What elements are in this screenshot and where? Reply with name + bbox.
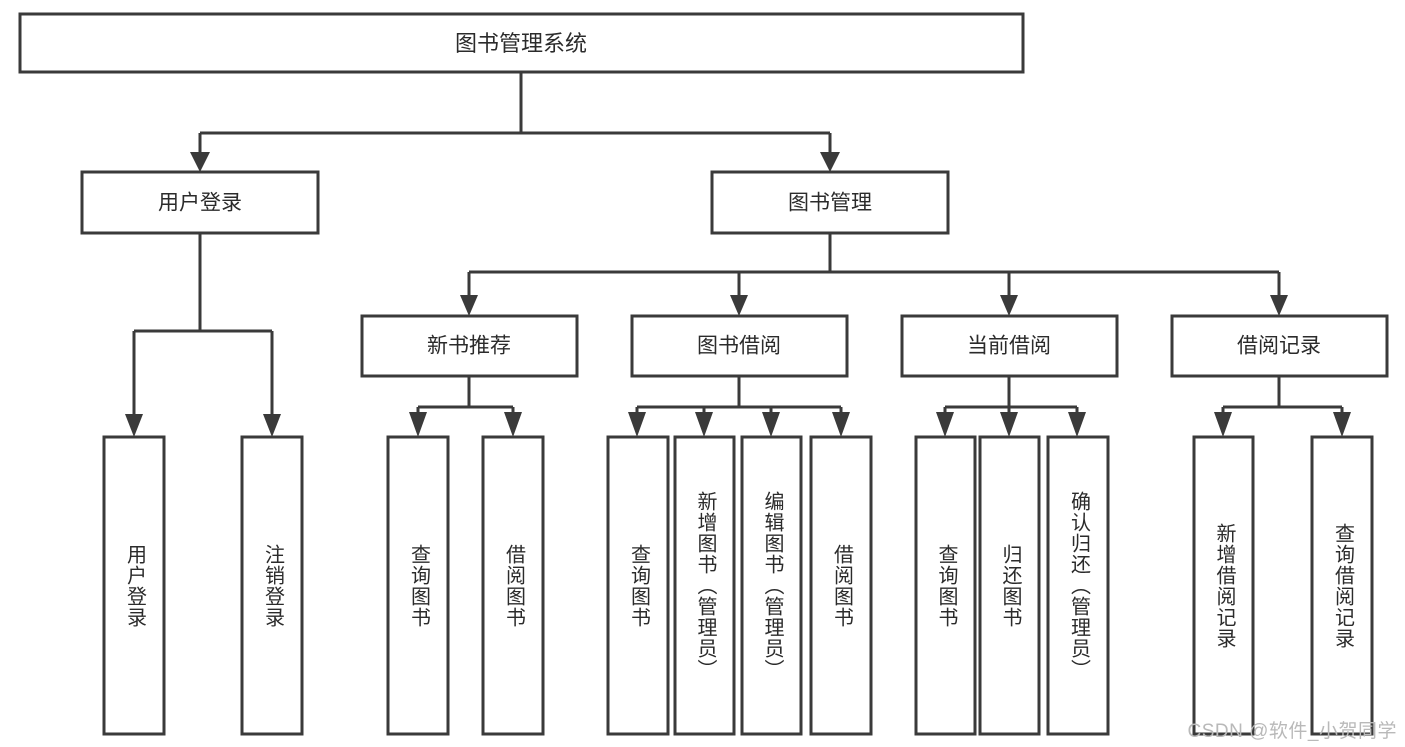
node-current-borrow-label: 当前借阅 <box>967 335 1051 358</box>
leaf-box-nbr-1[interactable] <box>386 435 450 736</box>
node-root[interactable]: 图书管理系统 <box>18 12 1025 74</box>
arrow-jyjl-c1 <box>1214 412 1232 437</box>
node-new-book-recommend-box[interactable] <box>360 314 579 378</box>
arrow-bm-c1 <box>460 295 478 316</box>
arrow-userlogin-c1 <box>125 414 143 437</box>
arrow-nbr-c1 <box>409 412 427 437</box>
arrow-nbr-c2 <box>504 412 522 437</box>
arrow-dqjy-c1 <box>936 412 954 437</box>
node-borrow-record[interactable]: 借阅记录 <box>1170 314 1389 378</box>
arrow-tsjy-c3 <box>762 412 780 437</box>
node-book-manage-box[interactable] <box>710 170 950 235</box>
leaf-box-br-2[interactable] <box>1310 435 1374 736</box>
leaf-box-nbr-2[interactable] <box>481 435 545 736</box>
node-borrow-record-box[interactable] <box>1170 314 1389 378</box>
node-current-borrow-box[interactable] <box>900 314 1119 378</box>
arrow-book-manage <box>820 152 840 172</box>
node-borrow-record-label: 借阅记录 <box>1237 335 1321 358</box>
arrow-dqjy-c2 <box>1000 412 1018 437</box>
node-book-borrow-box[interactable] <box>630 314 849 378</box>
leaf-box-br-1[interactable] <box>1192 435 1255 736</box>
leaf-box-cb-3[interactable] <box>1046 435 1110 736</box>
arrow-tsjy-c4 <box>832 412 850 437</box>
arrow-tsjy-c2 <box>695 412 713 437</box>
node-root-label: 图书管理系统 <box>455 31 587 56</box>
arrow-tsjy-c1 <box>628 412 646 437</box>
arrow-userlogin-c2 <box>263 414 281 437</box>
node-user-login-box[interactable] <box>80 170 320 235</box>
leaf-box-bb-2[interactable] <box>673 435 736 736</box>
node-book-manage-label: 图书管理 <box>788 192 872 215</box>
leaf-box-user-login-2[interactable] <box>240 435 304 736</box>
leaf-box-bb-3[interactable] <box>740 435 803 736</box>
arrow-user-login <box>190 152 210 172</box>
arrow-bm-c4 <box>1270 295 1288 316</box>
node-new-book-recommend[interactable]: 新书推荐 <box>360 314 579 378</box>
edge-group <box>125 72 1351 437</box>
node-new-book-recommend-label: 新书推荐 <box>427 335 511 358</box>
leaf-box-cb-1[interactable] <box>914 435 977 736</box>
leaf-box-cb-2[interactable] <box>978 435 1041 736</box>
leaf-box-user-login-1[interactable] <box>102 435 166 736</box>
node-user-login[interactable]: 用户登录 <box>80 170 320 235</box>
node-current-borrow[interactable]: 当前借阅 <box>900 314 1119 378</box>
node-book-borrow-label: 图书借阅 <box>697 335 781 358</box>
arrow-dqjy-c3 <box>1068 412 1086 437</box>
node-root-box[interactable] <box>18 12 1025 74</box>
node-user-login-label: 用户登录 <box>158 192 242 215</box>
arrow-bm-c2 <box>730 295 748 316</box>
leaf-box-bb-1[interactable] <box>606 435 670 736</box>
node-book-borrow[interactable]: 图书借阅 <box>630 314 849 378</box>
arrow-jyjl-c2 <box>1333 412 1351 437</box>
csdn-watermark: CSDN @软件_小贺同学 <box>1187 721 1397 742</box>
node-book-manage[interactable]: 图书管理 <box>710 170 950 235</box>
leaf-box-bb-4[interactable] <box>809 435 873 736</box>
arrow-bm-c3 <box>1000 295 1018 316</box>
